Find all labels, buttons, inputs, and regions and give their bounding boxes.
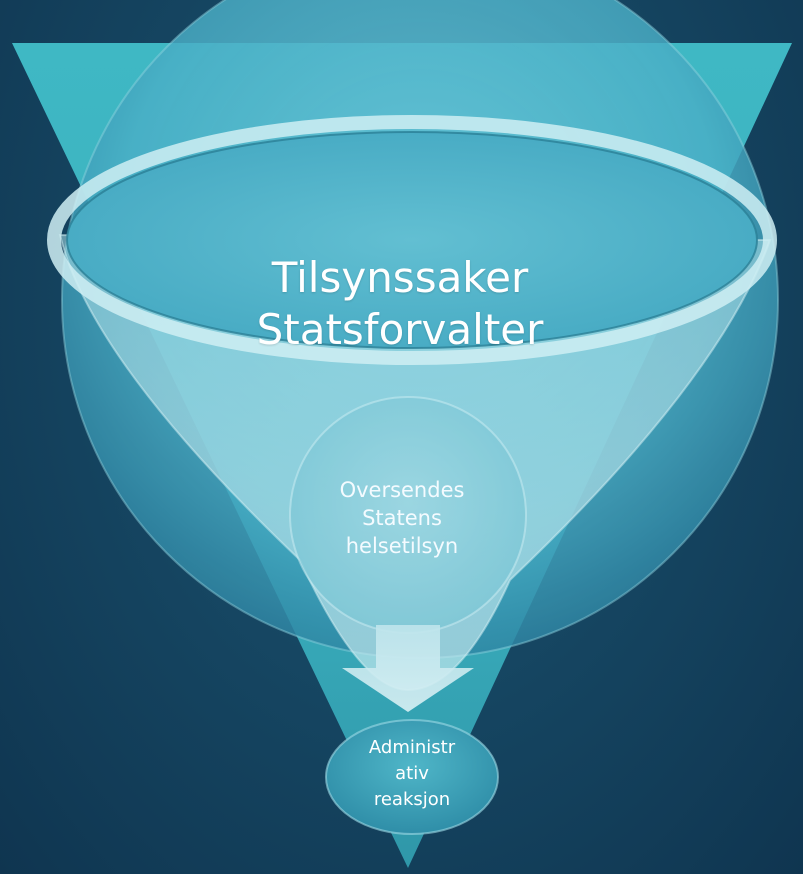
funnel-middle-label-line3: helsetilsyn bbox=[345, 534, 459, 558]
bottom-circle bbox=[325, 719, 499, 835]
funnel-rim-outer bbox=[47, 115, 777, 365]
funnel-rim bbox=[66, 131, 758, 349]
funnel-top-label: Tilsynssaker Statsforvalter bbox=[200, 252, 600, 356]
funnel-bottom-label: Administr ativ reaksjon bbox=[338, 735, 486, 813]
funnel-bottom-label-line3: reaksjon bbox=[373, 789, 451, 810]
funnel-top-label-line1: Tilsynssaker bbox=[271, 253, 529, 302]
funnel-middle-label-line1: Oversendes bbox=[339, 478, 465, 502]
funnel-bottom-label-line1: Administr bbox=[368, 737, 456, 758]
funnel-middle-label: Oversendes Statens helsetilsyn bbox=[312, 476, 492, 560]
funnel-top-label-line2: Statsforvalter bbox=[256, 305, 544, 354]
down-arrow-icon bbox=[342, 625, 474, 712]
funnel-bottom-label-line2: ativ bbox=[395, 763, 429, 784]
funnel-middle-label-line2: Statens bbox=[362, 506, 442, 530]
